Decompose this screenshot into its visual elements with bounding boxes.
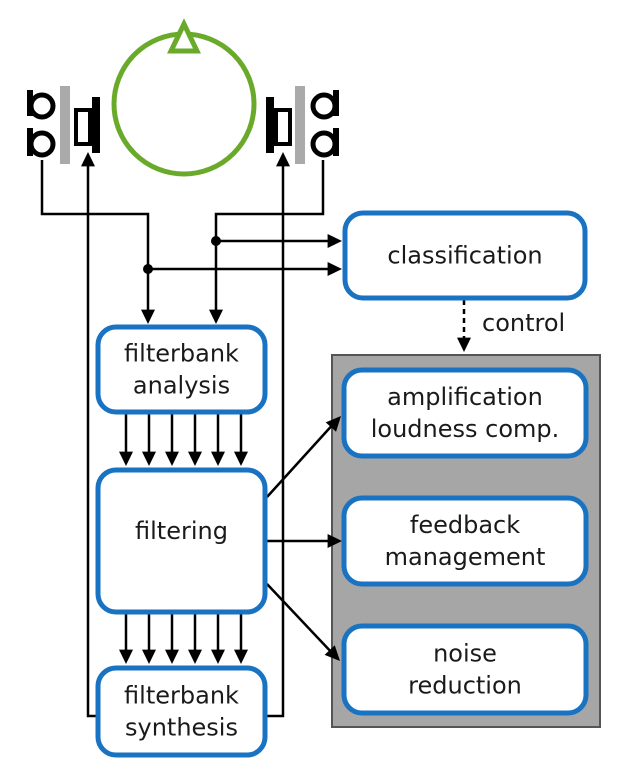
filterbank-synthesis-label: filterbank — [124, 682, 239, 710]
classification-border — [342, 210, 588, 301]
right-mic-arrowhead — [209, 309, 223, 324]
right-hearing-aid-icon — [266, 86, 339, 164]
left-mic-junction — [143, 264, 153, 274]
classification-arrowhead-upper — [327, 234, 342, 248]
left-hearing-aid-icon — [27, 86, 100, 164]
analysis-to-filtering-arrowhead — [234, 451, 248, 466]
filtering-to-amplification-line — [266, 420, 337, 498]
amplification-box: amplification loudness comp. — [341, 367, 589, 459]
filterbank-analysis-border — [95, 324, 268, 415]
right-mic-junction — [211, 236, 221, 246]
head-icon — [111, 18, 257, 177]
feedback-label: feedback — [410, 511, 520, 539]
filtering-label: filtering — [135, 517, 228, 545]
filtering-to-synthesis-arrowhead — [234, 649, 248, 664]
noise-label: noise — [433, 640, 497, 668]
filterbank-synthesis-box: filterbank synthesis — [95, 665, 268, 758]
classification-arrowhead-lower — [327, 262, 342, 276]
left-mic-arrowhead — [141, 309, 155, 324]
amplification-arrowhead — [325, 416, 341, 432]
analysis-to-filtering-arrowhead — [119, 451, 133, 466]
filterbank-analysis-box: filterbank analysis — [95, 324, 268, 415]
analysis-to-filtering-arrowhead — [165, 451, 179, 466]
filtering-box: filtering — [95, 467, 268, 615]
right-receiver-icon — [266, 97, 292, 153]
filterbank-synthesis-border — [95, 665, 268, 758]
control-arrowhead — [457, 337, 471, 352]
left-microphones-icon — [27, 90, 56, 158]
amplification-label: amplification — [387, 383, 543, 411]
noise-border — [341, 623, 589, 716]
classification-box: classification — [342, 210, 588, 301]
filtering-to-synthesis-arrowhead — [211, 649, 225, 664]
right-receiver-arrowhead — [276, 152, 290, 167]
classification-label: classification — [387, 242, 542, 270]
left-receiver-arrowhead — [81, 152, 95, 167]
filterbank-analysis-label: filterbank — [124, 340, 239, 368]
analysis-to-filtering-arrowhead — [188, 451, 202, 466]
right-device-shell — [295, 86, 305, 164]
filterbank-synthesis-label: synthesis — [125, 714, 238, 742]
noise-arrowhead — [324, 645, 340, 661]
right-microphones-icon — [310, 90, 339, 158]
noise-label: reduction — [408, 672, 522, 700]
junctions — [143, 236, 221, 274]
filtering-to-synthesis-arrowhead — [142, 649, 156, 664]
synthesis-to-left-receiver-line — [86, 164, 98, 718]
synthesis-to-right-receiver-line — [265, 164, 285, 718]
left-device-shell — [60, 86, 70, 164]
left-mic-to-analysis-line — [40, 160, 150, 318]
feedback-box: feedback management — [341, 495, 589, 587]
filtering-border — [95, 467, 268, 615]
filtering-to-synthesis-arrowhead — [165, 649, 179, 664]
feedback-border — [341, 495, 589, 587]
control-label: control — [482, 309, 565, 337]
nose-icon — [167, 18, 201, 54]
filterbank-analysis-label: analysis — [133, 372, 230, 400]
filtering-to-synthesis-arrowhead — [188, 649, 202, 664]
noise-box: noise reduction — [341, 623, 589, 716]
analysis-to-filtering-arrowhead — [211, 451, 225, 466]
right-mic-to-analysis-line — [214, 160, 325, 318]
feedback-arrowhead — [327, 534, 342, 548]
amplification-label: loudness comp. — [371, 415, 560, 443]
filtering-to-synthesis-arrowhead — [119, 649, 133, 664]
arrowheads — [81, 152, 471, 664]
left-receiver-icon — [74, 97, 100, 153]
analysis-to-filtering-arrowhead — [142, 451, 156, 466]
filtering-to-noise-line — [266, 583, 335, 656]
amplification-border — [341, 367, 589, 459]
head-outline — [111, 31, 257, 177]
feedback-label: management — [385, 543, 546, 571]
